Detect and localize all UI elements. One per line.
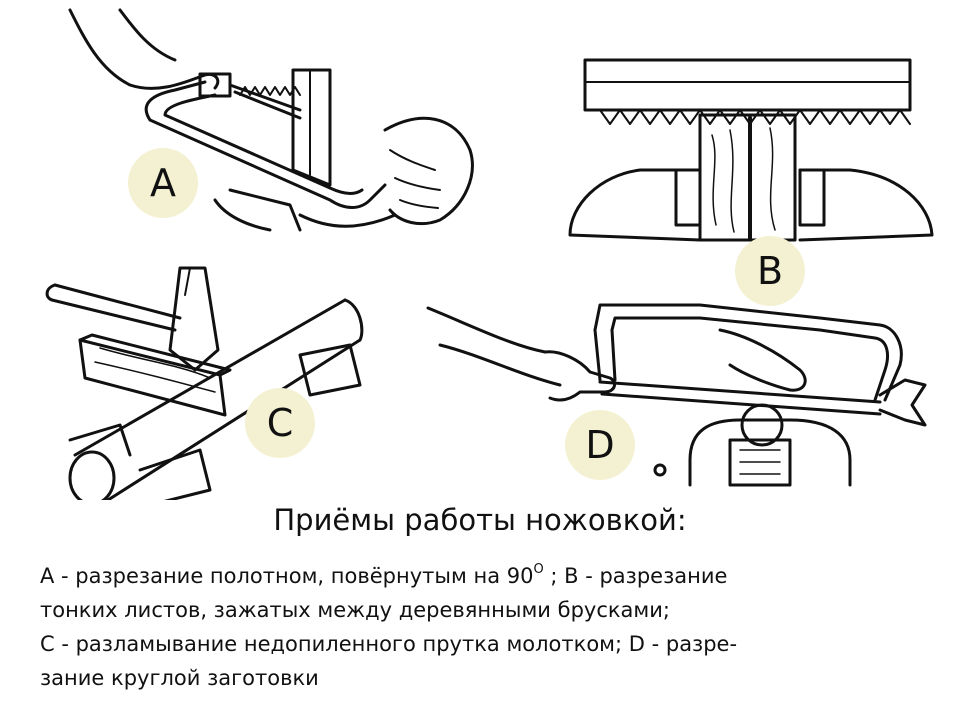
degree-sign: O <box>533 562 544 577</box>
panel-c-drawing <box>45 266 364 500</box>
panel-label-d: D <box>565 410 635 480</box>
panel-a-drawing <box>68 8 474 232</box>
panel-label-c: C <box>245 388 315 458</box>
panel-d-drawing <box>426 303 927 487</box>
caption-line-2: тонких листов, зажатых между деревянными… <box>40 598 670 622</box>
caption-line-1: A - разрезание полотном, повёрнутым на 9… <box>40 553 930 593</box>
caption-line-3: C - разламывание недопиленного прутка мо… <box>40 632 738 656</box>
caption-line-1-part-1: A - разрезание полотном, повёрнутым на 9… <box>40 564 534 588</box>
panel-label-b: B <box>735 236 805 306</box>
caption-body: A - разрезание полотном, повёрнутым на 9… <box>40 553 930 695</box>
hacksaw-techniques-illustration <box>45 8 934 500</box>
caption-title: Приёмы работы ножовкой: <box>273 503 687 537</box>
panel-b-drawing <box>568 58 934 242</box>
caption-line-1-part-2: ; B - разрезание <box>543 564 728 588</box>
panel-label-a: A <box>128 148 198 218</box>
caption-line-4: зание круглой заготовки <box>40 666 319 690</box>
